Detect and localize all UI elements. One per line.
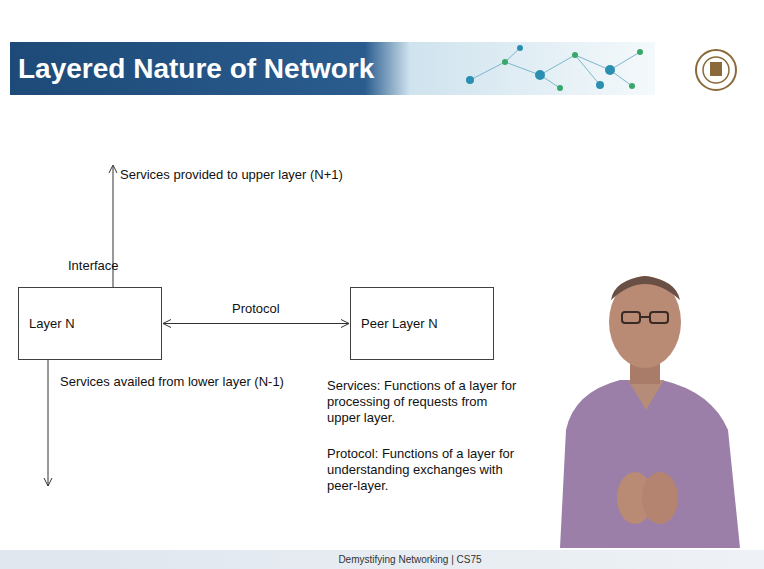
- service-up-label: Services provided to upper layer (N+1): [120, 167, 420, 183]
- service-down-label: Services availed from lower layer (N-1): [60, 374, 340, 390]
- arrow-head: [163, 320, 171, 328]
- network-graphic: [470, 48, 640, 88]
- edge-label: Protocol: [229, 301, 283, 316]
- institute-logo: [696, 50, 736, 90]
- network-dots: [466, 45, 643, 91]
- protocol-connector: [163, 320, 349, 328]
- slide-title: Layered Nature of Network: [18, 42, 374, 95]
- peer-layer-box: Peer Layer N: [350, 287, 494, 360]
- services-note: Services: Functions of a layer for proce…: [327, 378, 517, 426]
- node-label: Layer N: [29, 316, 151, 331]
- protocol-note: Protocol: Functions of a layer for under…: [327, 446, 517, 494]
- node-label: Peer Layer N: [361, 316, 483, 331]
- arrow-head: [341, 320, 349, 328]
- interface-label: Interface: [68, 258, 188, 274]
- connector-line: [163, 323, 349, 324]
- footer-bar: [0, 550, 764, 569]
- footer-text: Demystifying Networking | CS75: [260, 553, 560, 567]
- layer-box: Layer N: [18, 287, 162, 360]
- title-bar: [10, 42, 655, 95]
- presenter-video: [560, 276, 740, 548]
